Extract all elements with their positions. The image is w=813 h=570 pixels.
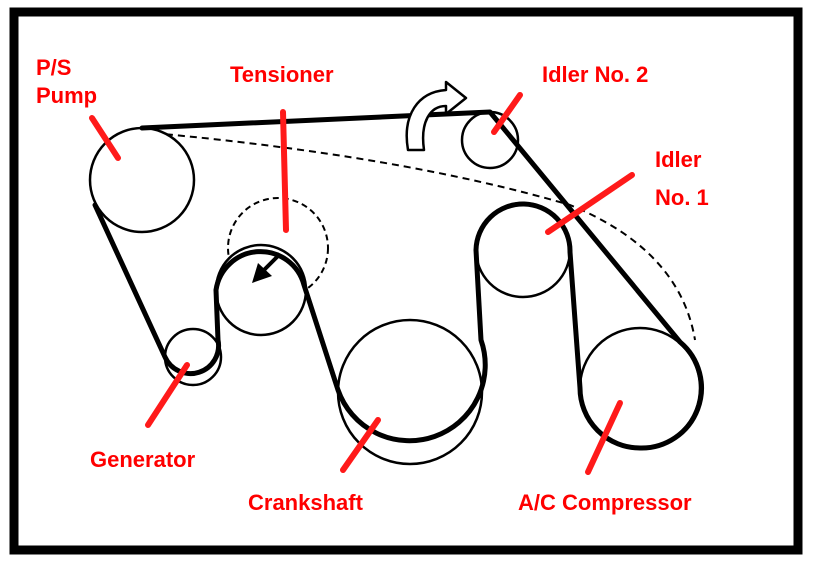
tension-arrow-icon <box>252 252 282 283</box>
tensioner-leader <box>280 109 289 233</box>
idler2-leader <box>491 92 523 135</box>
generator-pulley <box>163 327 223 387</box>
crankshaft-label: Crankshaft <box>248 490 364 515</box>
tensioner-alternate-position <box>227 197 329 299</box>
diagram-frame <box>9 7 803 555</box>
tensioner-pulley <box>214 243 308 337</box>
tensioner-label: Tensioner <box>230 62 334 87</box>
alternate-belt-route <box>141 131 696 341</box>
curved-rotation-arrow-icon <box>405 80 468 152</box>
idler2-pulley <box>460 110 520 170</box>
generator-label: Generator <box>90 447 196 472</box>
ac-compressor-label: A/C Compressor <box>518 490 692 515</box>
ac-compressor-leader <box>585 400 623 475</box>
crankshaft-leader <box>340 417 381 473</box>
drive-belt <box>92 109 704 451</box>
ps-pump-leader <box>89 115 121 161</box>
idler1-label-line2: No. 1 <box>655 185 709 210</box>
ps-pump-label-line1: P/S <box>36 55 71 80</box>
idler2-label: Idler No. 2 <box>542 62 648 87</box>
generator-leader <box>145 362 190 428</box>
ps-pump-label-line2: Pump <box>36 83 97 108</box>
idler1-leader <box>545 172 635 235</box>
idler1-label-line1: Idler <box>655 147 702 172</box>
